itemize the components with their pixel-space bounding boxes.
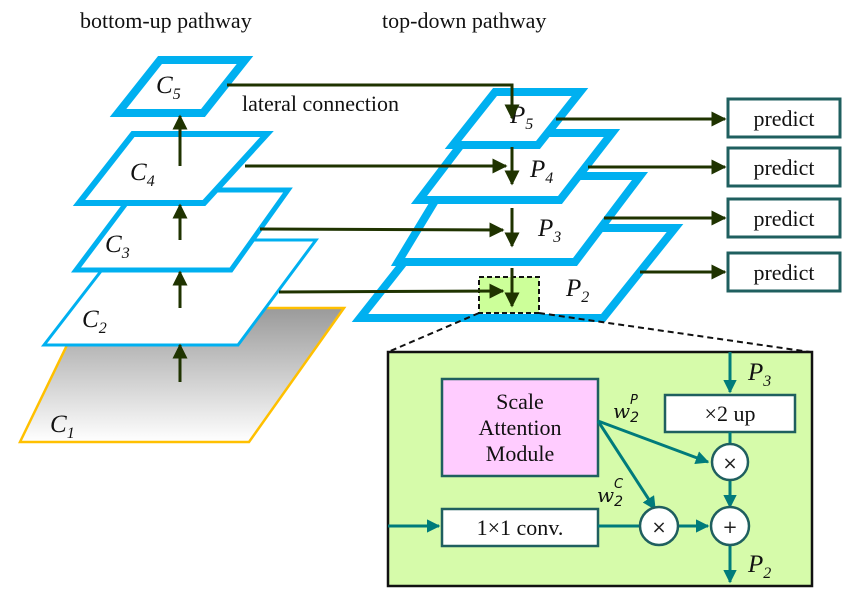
predict-label: predict <box>753 106 814 131</box>
multiply-symbol: × <box>651 517 666 538</box>
level-c5: C5 <box>109 56 254 117</box>
predict-label: predict <box>753 206 814 231</box>
predict-box-p2: predict <box>726 251 842 293</box>
lateral-c2-p2 <box>278 283 505 299</box>
weight-c-label: w2C <box>597 477 624 510</box>
weight-p-label: w2P <box>613 393 639 426</box>
p4-plane <box>410 129 621 204</box>
level-c3: C3 <box>71 187 293 273</box>
c5-label: C5 <box>156 72 181 103</box>
arrow-wp <box>597 419 710 465</box>
p2-output-label: P2 <box>747 551 771 582</box>
lateral-connections <box>227 83 520 299</box>
detail-connectors <box>388 352 737 584</box>
predict-arrows <box>556 111 727 280</box>
sam-line-3: Module <box>486 441 554 466</box>
p2-zoom-region <box>478 276 540 314</box>
c3-plane <box>71 187 293 273</box>
arrow-wc <box>596 420 657 511</box>
c5-plane <box>109 56 254 117</box>
c2-label: C2 <box>82 306 107 337</box>
conv-label: 1×1 conv. <box>477 515 564 540</box>
p3-input-label: P3 <box>747 359 771 390</box>
predict-label: predict <box>753 155 814 180</box>
c3-label: C3 <box>105 231 130 262</box>
predict-box-p3: predict <box>726 197 842 239</box>
c4-plane <box>72 131 274 206</box>
multiply-symbol: × <box>722 453 737 474</box>
add-node: + <box>709 505 751 547</box>
lateral-c5-p5 <box>227 83 520 120</box>
bottom-up-title: bottom-up pathway <box>80 8 252 33</box>
c4-label: C4 <box>130 159 155 190</box>
lateral-c3-p3 <box>259 222 505 238</box>
p3-label: P3 <box>537 215 561 246</box>
multiply-node-p: × <box>710 442 750 482</box>
p4-label: P4 <box>529 156 553 187</box>
level-c4: C4 <box>72 131 274 206</box>
conv-box <box>440 507 600 548</box>
p2-label: P2 <box>565 275 589 306</box>
multiply-node-c: × <box>638 505 680 547</box>
scale-attention-module <box>440 377 600 478</box>
level-p4: P4 <box>410 129 621 204</box>
add-symbol: + <box>722 517 737 538</box>
predict-label: predict <box>753 260 814 285</box>
c1-label: C1 <box>50 411 75 442</box>
predict-box-p4: predict <box>726 146 842 188</box>
sam-line-1: Scale <box>496 389 544 414</box>
lateral-connection-label: lateral connection <box>242 91 399 116</box>
upsample-label: ×2 up <box>705 401 756 426</box>
sam-line-2: Attention <box>478 415 561 440</box>
predict-box-p5: predict <box>726 97 842 139</box>
top-down-title: top-down pathway <box>382 8 546 33</box>
zoom-lines <box>387 312 811 353</box>
detail-panel: Scale Attention Module ×2 up 1×1 conv. × <box>386 350 814 588</box>
upsample-box <box>663 393 797 434</box>
